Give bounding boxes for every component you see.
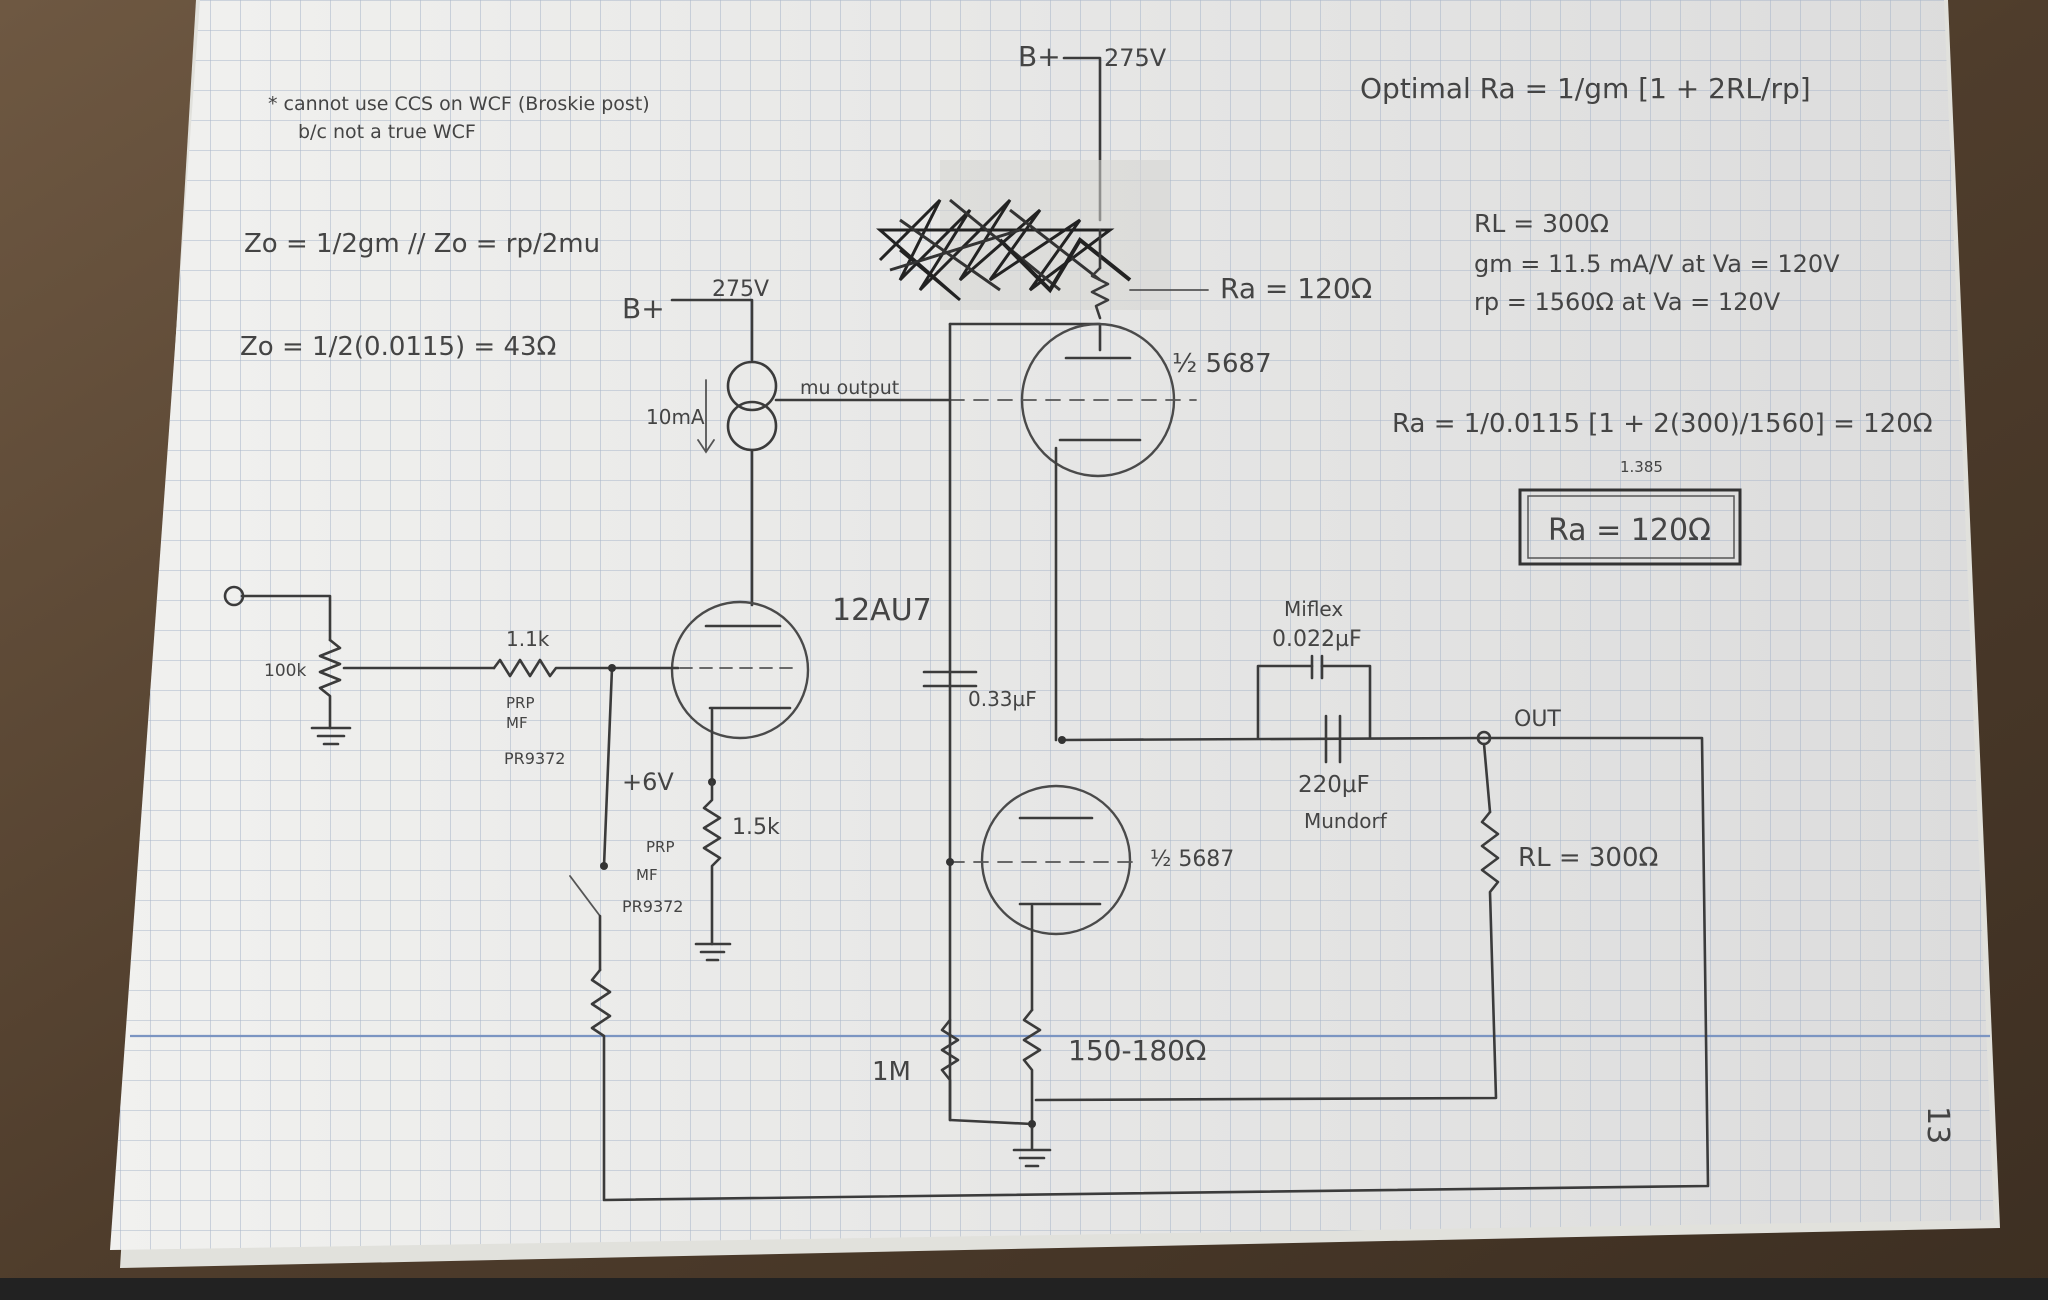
graph-paper bbox=[110, 0, 2000, 1268]
rp-value: rp = 1560Ω at Va = 120V bbox=[1474, 288, 1781, 316]
tube-5687-top-label: ½ 5687 bbox=[1172, 349, 1272, 379]
ra-resistor bbox=[1090, 266, 1110, 320]
ccs-current-label: 10mA bbox=[646, 405, 705, 429]
bplus-top-label: B+ bbox=[1018, 40, 1061, 73]
v275-left-label: 275V bbox=[712, 277, 769, 302]
cap-220-label: 220µF bbox=[1298, 772, 1370, 798]
grid-res-label: 1.1k bbox=[506, 627, 550, 651]
zo-formula: Zo = 1/2gm // Zo = rp/2mu bbox=[244, 229, 600, 259]
input-stage: B+ 275V 10mA mu output 12AU7 100k 1.1k P… bbox=[223, 277, 1710, 1202]
ccs-note-line2: b/c not a true WCF bbox=[298, 121, 476, 143]
rl-label: RL = 300Ω bbox=[1518, 843, 1658, 873]
bottom-strip bbox=[0, 1278, 2048, 1300]
scribble bbox=[876, 160, 1170, 310]
tube-12au7 bbox=[670, 600, 810, 740]
tube-12au7-label: 12AU7 bbox=[832, 593, 932, 628]
cathode-res-label: 1.5k bbox=[732, 815, 780, 840]
grid-res-part: PR9372 bbox=[504, 749, 565, 768]
grid-stopper-resistor bbox=[492, 658, 680, 678]
bplus-left-label: B+ bbox=[622, 292, 665, 325]
ra-calculation: Ra = 1/0.0115 [1 + 2(300)/1560] = 120Ω bbox=[1392, 409, 1933, 439]
cathode-voltage-label: +6V bbox=[622, 768, 674, 796]
rl-value: RL = 300Ω bbox=[1474, 209, 1609, 238]
ccs-note-line1: * cannot use CCS on WCF (Broskie post) bbox=[268, 93, 650, 115]
v275-top-label: 275V bbox=[1104, 44, 1167, 72]
miflex-value: 0.022µF bbox=[1272, 627, 1362, 652]
ra-label: Ra = 120Ω bbox=[1220, 272, 1372, 305]
optimal-ra-equation: Optimal Ra = 1/gm [1 + 2RL/rp] bbox=[1360, 72, 1811, 105]
cath-mfr1: PRP bbox=[646, 838, 675, 856]
out-label: OUT bbox=[1514, 707, 1561, 732]
tube-5687-bottom-label: ½ 5687 bbox=[1150, 847, 1234, 872]
miflex-label: Miflex bbox=[1284, 597, 1343, 621]
grid-res-mfr1: PRP bbox=[506, 694, 535, 712]
pot-label: 100k bbox=[264, 661, 306, 681]
volume-pot bbox=[318, 638, 342, 730]
ra-result-box bbox=[1518, 488, 1742, 566]
output-stage: B+ 275V Ra = 120Ω ½ 5687 0.33µF bbox=[872, 40, 1658, 1168]
cap-033-label: 0.33µF bbox=[968, 687, 1037, 711]
cathode-resistor bbox=[702, 780, 722, 946]
gm-value: gm = 11.5 mA/V at Va = 120V bbox=[1474, 250, 1840, 278]
cath-mfr2: MF bbox=[636, 866, 658, 884]
ra-result: Ra = 120Ω bbox=[1548, 513, 1711, 548]
mu-output-label: mu output bbox=[800, 377, 899, 399]
resistor-1m bbox=[940, 1018, 1034, 1126]
zo-value: Zo = 1/2(0.0115) = 43Ω bbox=[240, 332, 556, 362]
cath-part: PR9372 bbox=[622, 897, 683, 916]
grid-res-mfr2: MF bbox=[506, 714, 528, 732]
ra-result-box-inner bbox=[1527, 495, 1735, 559]
ccs-circle-top bbox=[726, 360, 778, 412]
cap-220-brand: Mundorf bbox=[1304, 809, 1388, 833]
res-1m-label: 1M bbox=[872, 1057, 911, 1087]
feedback-resistor bbox=[590, 736, 1710, 1202]
ra-subresult: 1.385 bbox=[1620, 458, 1663, 476]
res-cath-bot-label: 150-180Ω bbox=[1068, 1034, 1206, 1067]
tube-5687-bottom bbox=[980, 784, 1132, 936]
page-number: 13 bbox=[1920, 1106, 1955, 1144]
load-resistor bbox=[1034, 810, 1500, 1102]
miflex-bypass bbox=[1256, 664, 1372, 740]
resistor-cathode-bottom bbox=[1022, 1008, 1042, 1130]
